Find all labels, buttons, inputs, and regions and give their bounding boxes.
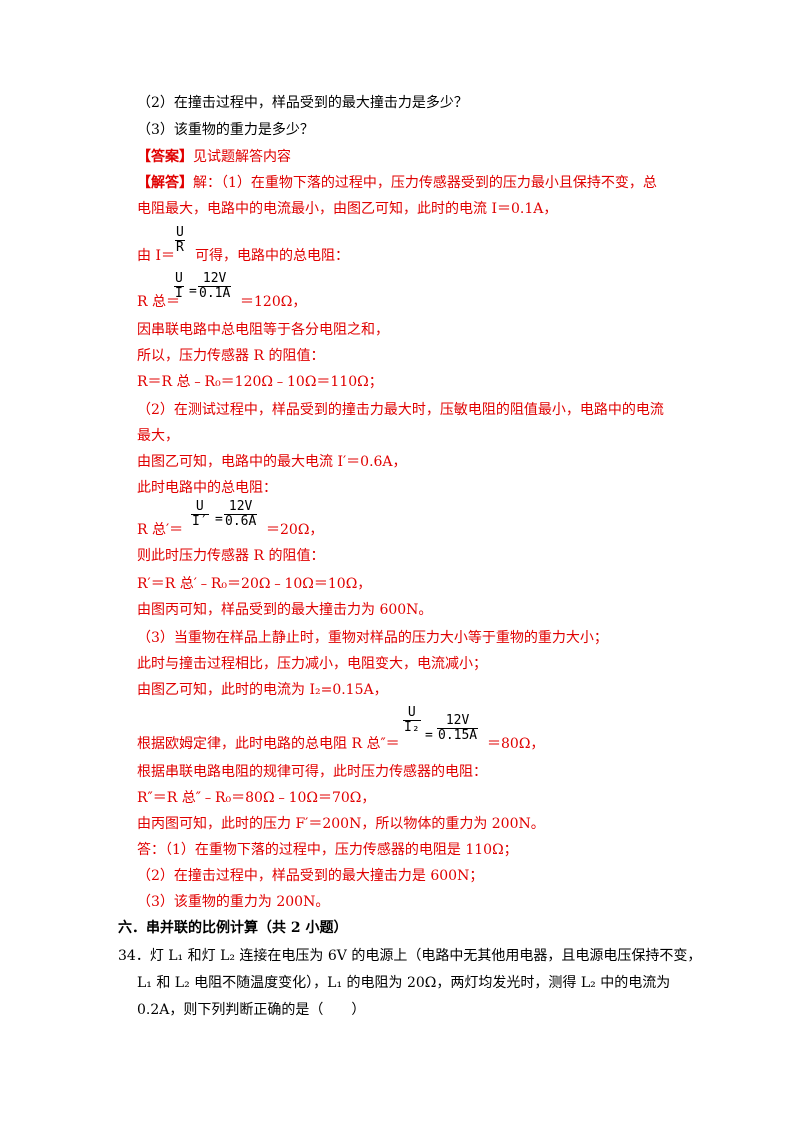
final-answer-2: （2）在撞击过程中，样品受到的最大撞击力是 600N；	[137, 868, 484, 884]
answer-line: 【答案】见试题解答内容	[137, 147, 291, 167]
solution-line-9: 此时电路中的总电阻：	[137, 480, 277, 496]
ohm-formula-suffix: 可得，电路中的总电阻：	[195, 248, 349, 264]
equals-sign-1: =	[189, 284, 197, 299]
solution-line-20: 由丙图可知，此时的压力 F′＝200N，所以物体的重力为 200N。	[137, 816, 545, 832]
final-answer-3: （3）该重物的重力为 200N。	[137, 894, 330, 910]
solution-line-19: R″＝R 总″﹣R₀＝80Ω﹣10Ω＝70Ω，	[137, 790, 376, 806]
question-2: （2）在撞击过程中，样品受到的最大撞击力是多少？	[137, 95, 468, 111]
total-resistance-1-suffix: ＝120Ω，	[240, 294, 307, 310]
solution-line-18: 根据串联电路电阻的规律可得，此时压力传感器的电阻：	[137, 764, 487, 780]
solution-line-8: 由图乙可知，电路中的最大电流 I′＝0.6A，	[137, 454, 407, 470]
total-resistance-3-prefix: 根据欧姆定律，此时电路的总电阻 R 总″＝	[137, 736, 400, 752]
total-resistance-1-prefix: R 总＝	[137, 294, 180, 310]
solution-line-7b: 最大，	[137, 428, 179, 444]
solution-text-1: 解：（1）在重物下落的过程中，压力传感器受到的压力最小且保持不变，总	[193, 175, 657, 191]
solution-line-5: 所以，压力传感器 R 的阻值：	[137, 348, 325, 364]
problem-34-line-3: 0.2A，则下列判断正确的是（ ）	[137, 1002, 366, 1018]
solution-line-6: R＝R 总﹣R₀＝120Ω﹣10Ω＝110Ω；	[137, 374, 383, 390]
solution-line-2: 电阻最大，电路中的电流最小，由图乙可知，此时的电流 I＝0.1A，	[137, 201, 558, 217]
total-resistance-2-prefix: R 总′＝	[137, 522, 184, 538]
solution-line-13: 由图丙可知，样品受到的最大撞击力为 600N。	[137, 602, 433, 618]
problem-34-line-1: 34．灯 L₁ 和灯 L₂ 连接在电压为 6V 的电源上（电路中无其他用电器，且…	[118, 948, 702, 964]
ohm-formula-prefix: 由 I＝	[137, 248, 175, 264]
solution-line-1: 【解答】解：（1）在重物下落的过程中，压力传感器受到的压力最小且保持不变，总	[137, 173, 657, 193]
solution-line-7a: （2）在测试过程中，样品受到的撞击力最大时，压敏电阻的阻值最小，电路中的电流	[137, 402, 664, 418]
answer-tag: 【答案】	[137, 149, 193, 165]
total-resistance-3-suffix: ＝80Ω，	[487, 736, 545, 752]
solution-line-14: （3）当重物在样品上静止时，重物对样品的压力大小等于重物的重力大小；	[137, 630, 608, 646]
solution-line-16: 由图乙可知，此时的电流为 I₂=0.15A，	[137, 682, 388, 698]
final-answer-1: 答：（1）在重物下落的过程中，压力传感器的电阻是 110Ω；	[137, 842, 518, 858]
solution-line-4: 因串联电路中总电阻等于各分电阻之和，	[137, 322, 389, 338]
solution-line-12: R′＝R 总′﹣R₀＝20Ω﹣10Ω＝10Ω，	[137, 576, 372, 592]
question-3: （3）该重物的重力是多少？	[137, 122, 314, 138]
equals-sign-2: =	[215, 512, 223, 527]
equals-sign-3: =	[425, 728, 433, 743]
solution-line-15: 此时与撞击过程相比，压力减小，电阻变大，电流减小；	[137, 656, 487, 672]
total-resistance-2-suffix: ＝20Ω，	[266, 522, 324, 538]
section-heading: 六．串并联的比例计算（共 2 小题）	[118, 920, 348, 936]
answer-text: 见试题解答内容	[193, 149, 291, 165]
problem-34-line-2: L₁ 和 L₂ 电阻不随温度变化），L₁ 的电阻为 20Ω，两灯均发光时，测得 …	[137, 975, 671, 991]
solution-line-11: 则此时压力传感器 R 的阻值：	[137, 548, 325, 564]
solution-tag: 【解答】	[137, 175, 193, 191]
